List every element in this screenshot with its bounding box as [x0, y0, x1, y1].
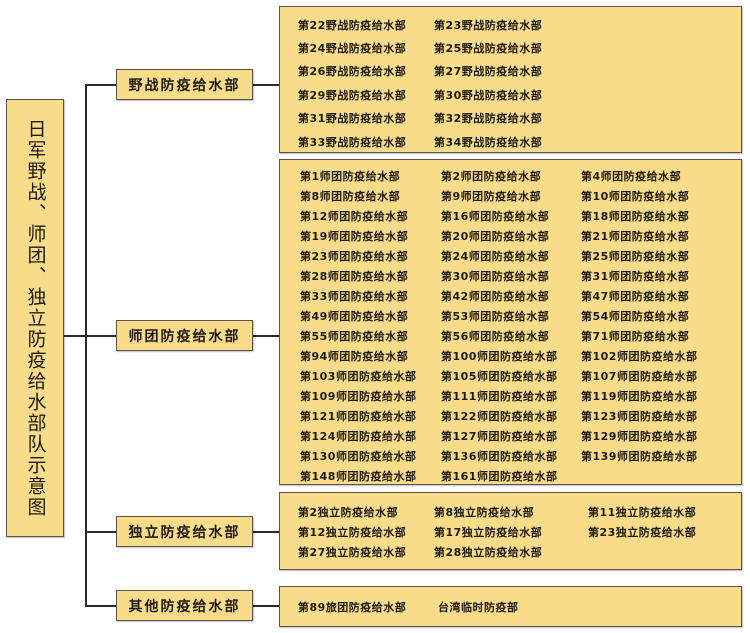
unit-item: 第24野战防疫给水部	[298, 42, 407, 56]
branch-line-field	[85, 84, 116, 86]
unit-item: 第8师团防疫给水部	[300, 190, 401, 203]
leaf-line-independent	[253, 531, 279, 533]
unit-item: 第4师团防疫给水部	[581, 170, 682, 183]
unit-item: 第33野战防疫给水部	[298, 135, 407, 149]
category-label: 师团防疫给水部	[128, 328, 241, 345]
unit-item: 第127师团防疫给水部	[441, 430, 558, 443]
unit-item: 台湾临时防疫部	[438, 601, 519, 614]
unit-item: 第11独立防疫给水部	[588, 506, 697, 519]
unit-item: 第124师团防疫给水部	[300, 430, 417, 443]
unit-item: 第100师团防疫给水部	[441, 350, 558, 363]
category-division: 师团防疫给水部	[116, 320, 253, 351]
unit-item: 第22野战防疫给水部	[298, 18, 407, 32]
unit-item: 第130师团防疫给水部	[300, 450, 417, 463]
unit-item: 第12独立防疫给水部	[298, 526, 407, 539]
unit-item: 第1师团防疫给水部	[300, 170, 401, 183]
unit-item: 第111师团防疫给水部	[441, 390, 558, 403]
unit-item: 第139师团防疫给水部	[581, 450, 698, 463]
unit-item: 第30师团防疫给水部	[441, 270, 550, 283]
root-node: 日军野战、师团、独立防疫给水部队示意图	[6, 99, 64, 537]
unit-item: 第56师团防疫给水部	[441, 330, 550, 343]
unit-item: 第25野战防疫给水部	[434, 42, 543, 56]
unit-item: 第148师团防疫给水部	[300, 470, 417, 483]
category-field: 野战防疫给水部	[116, 69, 253, 100]
unit-item: 第49师团防疫给水部	[300, 310, 409, 323]
unit-item: 第27野战防疫给水部	[434, 65, 543, 79]
unit-item: 第103师团防疫给水部	[300, 370, 417, 383]
branch-line-independent	[85, 531, 116, 533]
unit-list-field: 第22野战防疫给水部 第23野战防疫给水部第24野战防疫给水部 第25野战防疫给水部…	[298, 13, 733, 153]
unit-item: 第71师团防疫给水部	[581, 330, 690, 343]
unit-item: 第8独立防疫给水部	[434, 506, 535, 519]
unit-item: 第21师团防疫给水部	[581, 230, 690, 243]
unit-item: 第23野战防疫给水部	[434, 18, 543, 32]
unit-item: 第55师团防疫给水部	[300, 330, 409, 343]
unit-item: 第53师团防疫给水部	[441, 310, 550, 323]
unit-item: 第109师团防疫给水部	[300, 390, 417, 403]
root-title: 日军野战、师团、独立防疫给水部队示意图	[24, 118, 47, 518]
unit-item: 第19师团防疫给水部	[300, 230, 409, 243]
leaf-line-other	[253, 605, 279, 607]
unit-item: 第123师团防疫给水部	[581, 410, 698, 423]
unit-item: 第31师团防疫给水部	[581, 270, 690, 283]
unit-item: 第20师团防疫给水部	[441, 230, 550, 243]
unit-item: 第42师团防疫给水部	[441, 290, 550, 303]
unit-item: 第28独立防疫给水部	[434, 546, 543, 559]
leaf-line-division	[253, 335, 279, 337]
unit-item: 第119师团防疫给水部	[581, 390, 698, 403]
unit-item: 第34野战防疫给水部	[434, 135, 543, 149]
unit-item: 第161师团防疫给水部	[441, 470, 558, 483]
unit-item: 第28师团防疫给水部	[300, 270, 409, 283]
unit-item: 第23师团防疫给水部	[300, 250, 409, 263]
detail-box-other: 第89旅团防疫给水部 台湾临时防疫部	[279, 586, 742, 627]
leaf-line-field	[253, 84, 279, 86]
unit-item: 第129师团防疫给水部	[581, 430, 698, 443]
category-independent: 独立防疫给水部	[116, 516, 253, 547]
category-label: 其他防疫给水部	[128, 598, 241, 615]
unit-item: 第31野战防疫给水部	[298, 112, 407, 126]
unit-item: 第29野战防疫给水部	[298, 88, 407, 102]
unit-item: 第2独立防疫给水部	[298, 506, 399, 519]
unit-item: 第54师团防疫给水部	[581, 310, 690, 323]
unit-item: 第9师团防疫给水部	[441, 190, 542, 203]
unit-item: 第47师团防疫给水部	[581, 290, 690, 303]
unit-item: 第33师团防疫给水部	[300, 290, 409, 303]
category-label: 野战防疫给水部	[128, 77, 241, 94]
unit-item: 第12师团防疫给水部	[300, 210, 409, 223]
detail-box-field: 第22野战防疫给水部 第23野战防疫给水部第24野战防疫给水部 第25野战防疫给水部…	[279, 6, 742, 153]
unit-item: 第16师团防疫给水部	[441, 210, 550, 223]
unit-item: 第23独立防疫给水部	[588, 526, 697, 539]
detail-box-division: 第1师团防疫给水部 第2师团防疫给水部 第4师团防疫给水部第8师团防疫给水部 第9师团…	[279, 159, 742, 485]
root-connector	[64, 335, 86, 337]
unit-item: 第18师团防疫给水部	[581, 210, 690, 223]
unit-item: 第105师团防疫给水部	[441, 370, 558, 383]
unit-item: 第27独立防疫给水部	[298, 546, 407, 559]
branch-line-other	[85, 605, 116, 607]
category-other: 其他防疫给水部	[116, 590, 253, 621]
branch-line-division	[85, 335, 116, 337]
unit-item: 第30野战防疫给水部	[434, 88, 543, 102]
unit-item: 第122师团防疫给水部	[441, 410, 558, 423]
unit-item: 第89旅团防疫给水部	[298, 601, 407, 614]
unit-item: 第2师团防疫给水部	[441, 170, 542, 183]
detail-box-independent: 第2独立防疫给水部 第8独立防疫给水部 第11独立防疫给水部第12独立防疫给水部 第1…	[279, 492, 742, 570]
unit-item: 第121师团防疫给水部	[300, 410, 417, 423]
unit-item: 第17独立防疫给水部	[434, 526, 543, 539]
unit-item: 第136师团防疫给水部	[441, 450, 558, 463]
unit-item: 第107师团防疫给水部	[581, 370, 698, 383]
unit-list-other: 第89旅团防疫给水部 台湾临时防疫部	[298, 597, 733, 617]
unit-list-division: 第1师团防疫给水部 第2师团防疫给水部 第4师团防疫给水部第8师团防疫给水部 第9师团…	[300, 166, 733, 486]
unit-item: 第102师团防疫给水部	[581, 350, 698, 363]
category-label: 独立防疫给水部	[128, 524, 241, 541]
unit-item: 第32野战防疫给水部	[434, 112, 543, 126]
unit-list-independent: 第2独立防疫给水部 第8独立防疫给水部 第11独立防疫给水部第12独立防疫给水部 第1…	[298, 502, 733, 562]
unit-item: 第24师团防疫给水部	[441, 250, 550, 263]
unit-item: 第25师团防疫给水部	[581, 250, 690, 263]
trunk-line	[85, 84, 87, 606]
unit-item: 第26野战防疫给水部	[298, 65, 407, 79]
unit-item: 第10师团防疫给水部	[581, 190, 690, 203]
unit-item: 第94师团防疫给水部	[300, 350, 409, 363]
